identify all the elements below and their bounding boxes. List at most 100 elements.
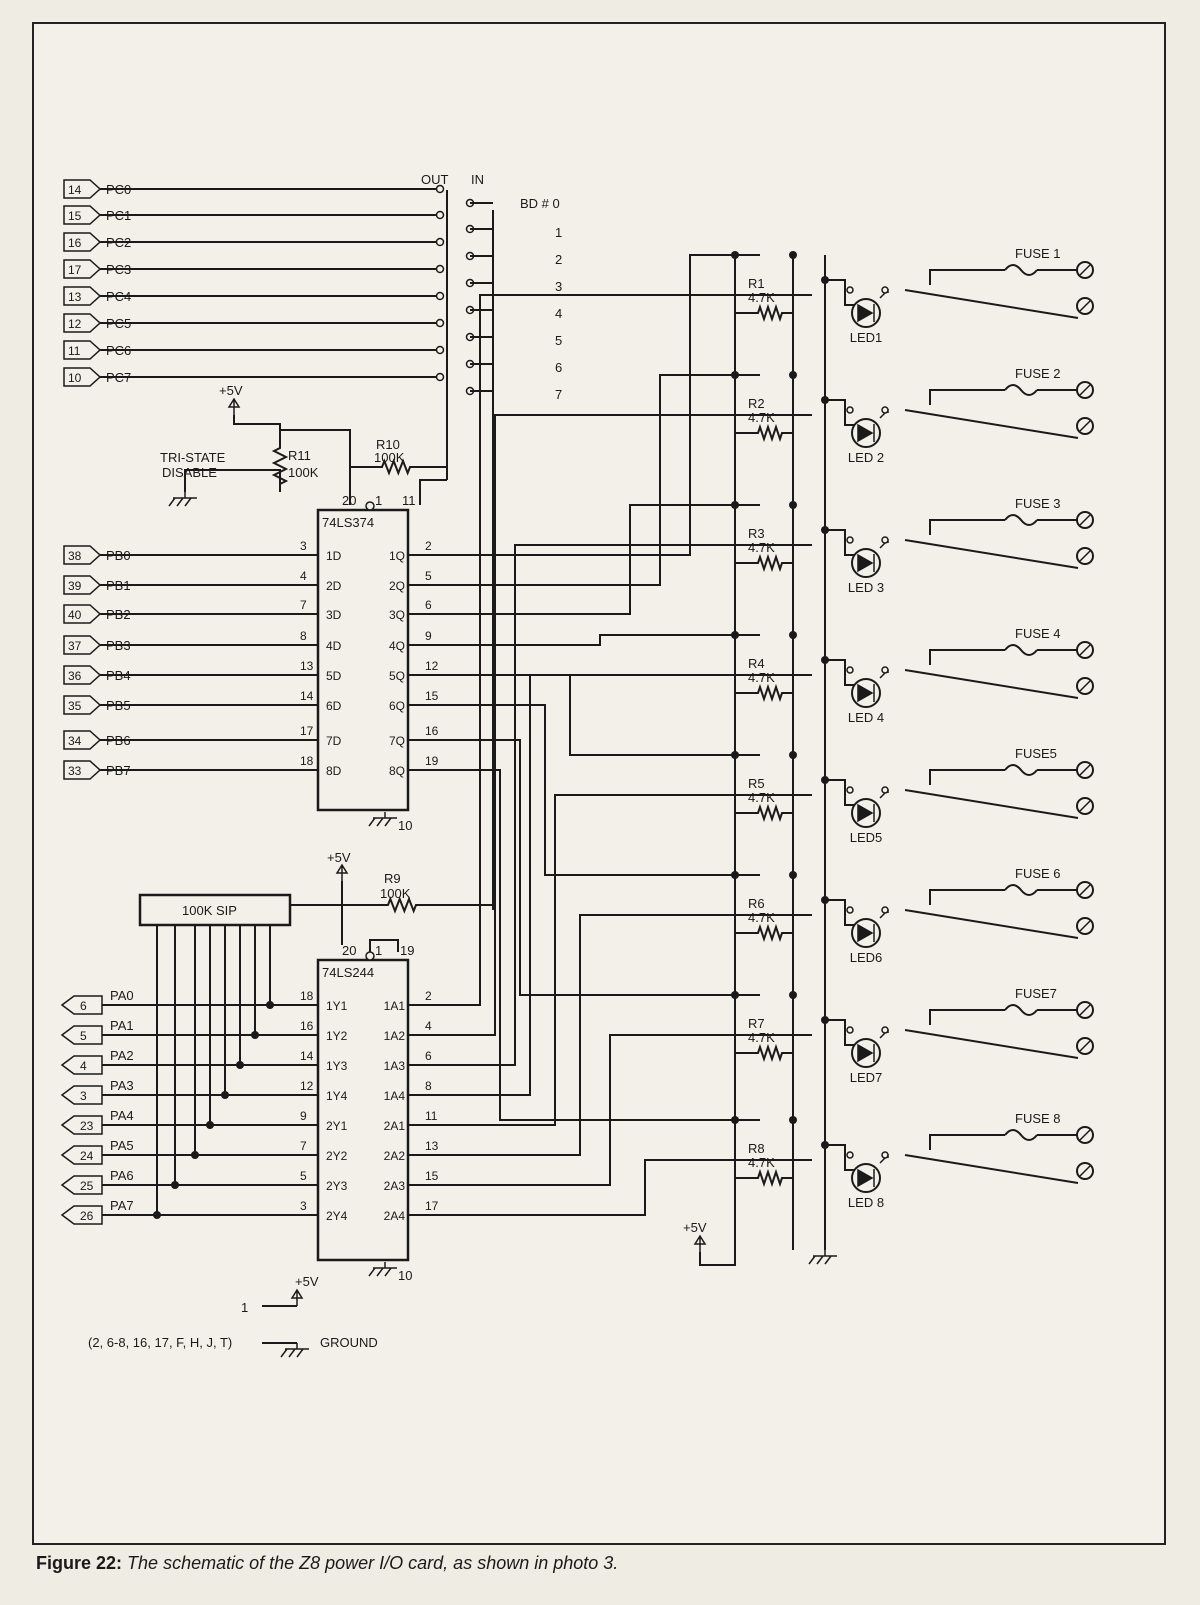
- buffer-y-label-7: 2Y4: [326, 1209, 348, 1223]
- bus-junction-a-1: [789, 371, 797, 379]
- led-supply-bus: [699, 255, 736, 1266]
- latch-pin11: 11: [402, 493, 416, 508]
- terminal-wire-5: [904, 909, 1079, 939]
- supply-junction-0: [731, 251, 739, 259]
- latch-dpin-5: 14: [300, 689, 314, 703]
- buffer-apin-4: 11: [425, 1109, 438, 1123]
- relay-contact-a: [846, 1026, 854, 1034]
- fuse-label-1: FUSE 2: [1015, 366, 1061, 381]
- port-b-5-connector: [63, 695, 102, 715]
- chip-74ls244-label: 74LS244: [322, 965, 374, 980]
- ground-label: GROUND: [320, 1335, 378, 1350]
- fuse-in-wire-5: [929, 889, 1005, 905]
- port-c-5-pin: 12: [68, 317, 82, 331]
- port-c-6-pin: 11: [68, 344, 81, 358]
- latch-q-label-4: 5Q: [389, 669, 405, 683]
- latch-pin1: 1: [375, 493, 382, 508]
- resistor-r1: [750, 303, 790, 323]
- latch-output-wire-7: [408, 769, 755, 1121]
- buffer-apin-1: 4: [425, 1019, 432, 1033]
- terminal-b-slot-7: [1079, 1165, 1091, 1177]
- fuse-1: [1004, 264, 1038, 276]
- resistor-name-0: R1: [748, 276, 765, 291]
- port-a-6-pin: 25: [80, 1179, 94, 1193]
- buffer-pin19: 19: [400, 943, 414, 958]
- fuse-in-wire-4: [929, 769, 1005, 785]
- buffer-y-label-3: 1Y4: [326, 1089, 348, 1103]
- vcc-top: [227, 397, 241, 415]
- latch-dpin-2: 7: [300, 598, 307, 612]
- latch-dpin-6: 17: [300, 724, 314, 738]
- buffer-y-label-5: 2Y2: [326, 1149, 348, 1163]
- fuse-2: [1004, 384, 1038, 396]
- terminal-b-slot-1: [1079, 420, 1091, 432]
- port-a-7-pin: 26: [80, 1209, 94, 1223]
- port-c-0-pin: 14: [68, 183, 82, 197]
- r10-value: 100K: [374, 450, 405, 465]
- fuse-in-wire-0: [929, 269, 1005, 285]
- dip-contact-out: [435, 345, 445, 355]
- sip-label: 100K SIP: [182, 903, 237, 918]
- ground-symbol-main: [280, 1343, 309, 1358]
- fuse-label-6: FUSE7: [1015, 986, 1057, 1001]
- relay-contact-b: [881, 666, 889, 674]
- led-diode-symbol-1: [857, 423, 875, 443]
- relay-contact-a: [846, 906, 854, 914]
- buffer-ypin-6: 5: [300, 1169, 307, 1183]
- latch-d-label-3: 4D: [326, 639, 342, 653]
- ground-pins-label: (2, 6-8, 16, 17, F, H, J, T): [88, 1335, 232, 1350]
- buffer-ypin-7: 3: [300, 1199, 307, 1213]
- buffer-input-wire-4: [408, 794, 812, 1126]
- terminal-a-slot-3: [1079, 644, 1091, 656]
- r9-lead: [341, 881, 380, 906]
- port-b-2-pin: 40: [68, 608, 82, 622]
- buffer-apin-7: 17: [425, 1199, 439, 1213]
- tristate-label-1: TRI-STATE: [160, 450, 226, 465]
- buffer-apin-2: 6: [425, 1049, 432, 1063]
- relay-contact-b: [881, 536, 889, 544]
- r10-name: R10: [376, 437, 400, 452]
- port-a-5-pin: 24: [80, 1149, 94, 1163]
- latch-d-label-4: 5D: [326, 669, 342, 683]
- dip-contact-out: [435, 237, 445, 247]
- bus-junction-a-7: [789, 1116, 797, 1124]
- relay-contact-b: [881, 1151, 889, 1159]
- resistor-r10: [374, 458, 418, 476]
- resistor-name-4: R5: [748, 776, 765, 791]
- fuse-in-wire-3: [929, 649, 1005, 665]
- relay-contact-a: [846, 786, 854, 794]
- terminal-a-slot-0: [1079, 264, 1091, 276]
- buffer-a-label-4: 2A1: [384, 1119, 406, 1133]
- latch-output-wire-0: [408, 254, 755, 556]
- vcc-r9: [335, 863, 349, 881]
- port-b-6-pin: 34: [68, 734, 82, 748]
- buffer-y-label-4: 2Y1: [326, 1119, 348, 1133]
- buffer-a-label-7: 2A4: [384, 1209, 406, 1223]
- buffer-input-wire-5: [408, 914, 812, 1156]
- latch-d-label-5: 6D: [326, 699, 342, 713]
- sip-junction-2: [236, 1061, 244, 1069]
- led-feed-6: [825, 1019, 860, 1046]
- latch-qpin-6: 16: [425, 724, 439, 738]
- bus-junction-a-2: [789, 501, 797, 509]
- relay-contact-b: [881, 906, 889, 914]
- latch-q-label-6: 7Q: [389, 734, 405, 748]
- port-b-0-pin: 38: [68, 549, 82, 563]
- port-c-6-connector: [63, 340, 102, 360]
- latch-pin10: 10: [398, 818, 412, 833]
- led-label-4: LED5: [850, 830, 883, 845]
- fuse-in-wire-7: [929, 1134, 1005, 1150]
- terminal-a-slot-2: [1079, 514, 1091, 526]
- buffer-input-wire-1: [408, 414, 812, 1036]
- fuse-label-4: FUSE5: [1015, 746, 1057, 761]
- resistor-name-6: R7: [748, 1016, 765, 1031]
- dip-position-1: 1: [555, 225, 562, 240]
- fuse-in-wire-2: [929, 519, 1005, 535]
- led-label-1: LED 2: [848, 450, 884, 465]
- port-b-7-connector: [63, 760, 102, 780]
- dip-contact-out: [435, 184, 445, 194]
- relay-contact-a: [846, 536, 854, 544]
- r11-name: R11: [288, 448, 311, 463]
- supply-junction-5: [731, 871, 739, 879]
- latch-q-label-1: 2Q: [389, 579, 405, 593]
